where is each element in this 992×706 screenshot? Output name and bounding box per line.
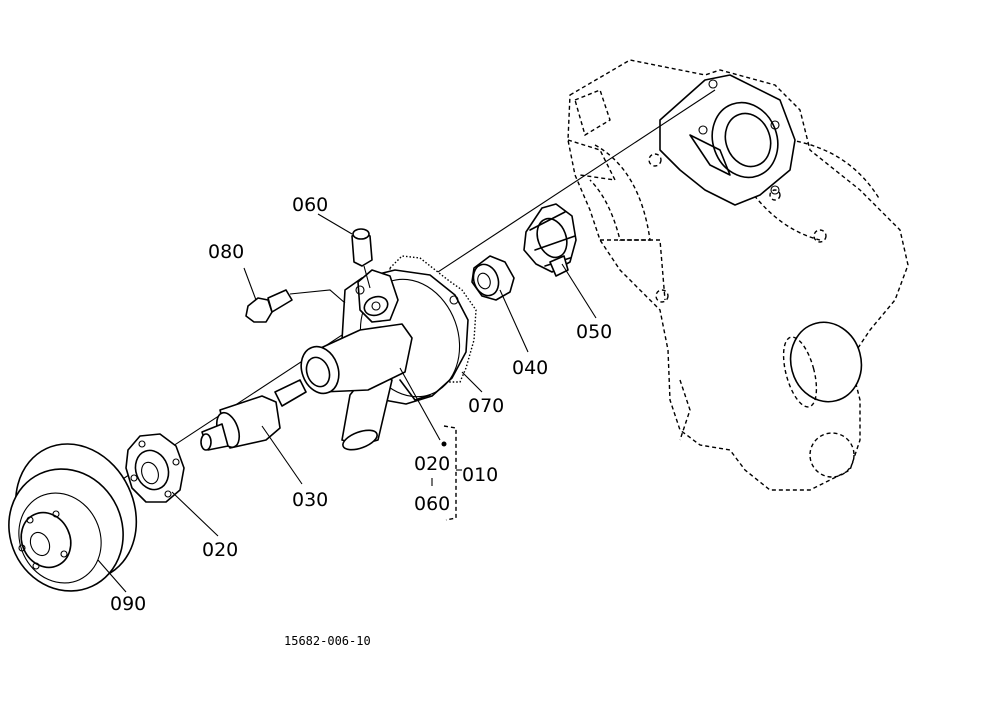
plug-bolt — [351, 228, 373, 289]
leader-lines — [97, 213, 597, 593]
fan-pulley — [8, 443, 138, 592]
label-020-assembly: 020 — [414, 453, 450, 475]
label-090-pulley: 090 — [110, 593, 146, 615]
pump-shaft-bearing — [200, 379, 307, 451]
engine-gear-case — [567, 59, 909, 491]
pulley-flange — [125, 433, 185, 503]
impeller — [523, 203, 577, 277]
label-060-assembly: 060 — [414, 493, 450, 515]
figure-number: 15682-006-10 — [284, 634, 371, 648]
label-060-plug: 060 — [292, 194, 328, 216]
hex-bolt — [245, 289, 346, 323]
label-010-pump-assembly: 010 — [462, 464, 498, 486]
label-050-impeller: 050 — [576, 321, 612, 343]
mechanical-seal — [471, 255, 515, 301]
label-030-shaft: 030 — [292, 489, 328, 511]
water-pump-body — [300, 269, 469, 451]
label-070-gasket: 070 — [468, 395, 504, 417]
label-080-bolt: 080 — [208, 241, 244, 263]
label-020-flange: 020 — [202, 539, 238, 561]
label-040-seal: 040 — [512, 357, 548, 379]
